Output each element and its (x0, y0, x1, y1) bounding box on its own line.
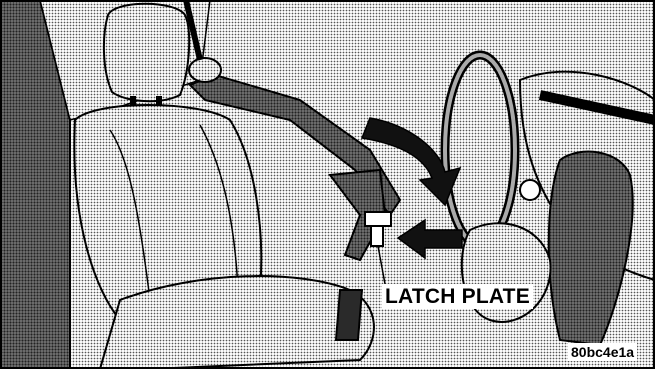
door-pillar (0, 0, 71, 369)
headrest (102, 2, 191, 103)
latch-plate-label: LATCH PLATE (382, 284, 533, 309)
curved-arrow-icon (360, 117, 462, 207)
d-ring (188, 57, 222, 83)
figure-code: 80bc4e1a (568, 343, 638, 361)
latch-plate (364, 211, 392, 227)
passenger-seat (547, 150, 634, 347)
buckle (334, 289, 364, 341)
callout-leader (377, 245, 386, 285)
straight-arrow-icon (396, 218, 463, 260)
belt-shoulder (188, 73, 402, 217)
seat-cushion (98, 275, 375, 369)
